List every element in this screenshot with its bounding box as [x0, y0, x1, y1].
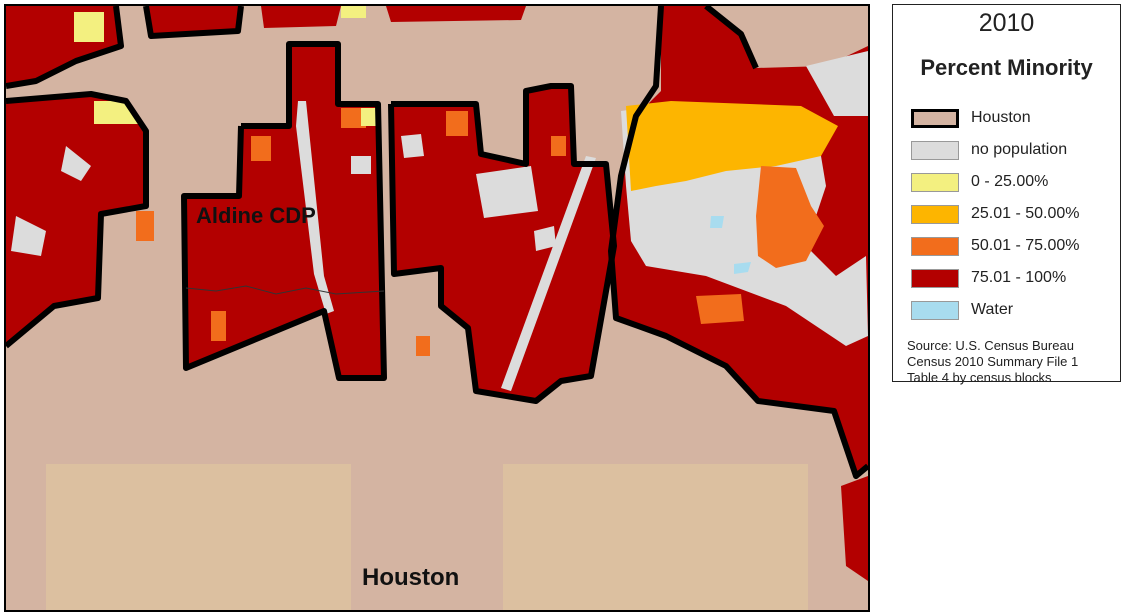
- legend-label-0-25: 0 - 25.00%: [971, 173, 1049, 190]
- legend-source-line: Census 2010 Summary File 1: [907, 354, 1079, 369]
- legend-year: 2010: [978, 9, 1035, 37]
- legend-swatch-25-50: [911, 205, 959, 224]
- no-pop-right-2: [806, 51, 868, 116]
- legend-swatch-50-75: [911, 237, 959, 256]
- legend-label-25-50: 25.01 - 50.00%: [971, 205, 1080, 222]
- no-pop-left-2: [61, 146, 91, 181]
- houston-light-block-left: [46, 464, 351, 610]
- minority-area-top-2: [261, 6, 341, 28]
- no-pop-center-2: [534, 226, 556, 251]
- legend-source: Source: U.S. Census Bureau Census 2010 S…: [907, 338, 1078, 386]
- right-boundary-top: [704, 6, 759, 70]
- center-orange-1: [446, 111, 468, 136]
- houston-light-block-right: [503, 464, 808, 610]
- no-pop-center-strip: [501, 156, 596, 391]
- water-right-1: [710, 216, 724, 228]
- minority-area-top-3: [386, 6, 526, 22]
- houston-boundary-left-2: [6, 91, 149, 349]
- legend-label-water: Water: [971, 301, 1014, 318]
- creek-line: [185, 285, 385, 295]
- legend-swatch-no-population: [911, 141, 959, 160]
- aldine-orange-2: [341, 108, 366, 128]
- map-legend: 2010 Percent Minority Houston no populat…: [892, 4, 1121, 385]
- aldine-boundary: [181, 41, 387, 381]
- right-boundary: [608, 6, 868, 479]
- aldine-nopop-1: [351, 156, 371, 174]
- legend-source-line: Table 4 by census blocks: [907, 370, 1052, 385]
- aldine-cdp-label: Aldine CDP: [196, 203, 316, 228]
- aldine-cdp-area: [184, 44, 384, 378]
- percent-minority-map[interactable]: [6, 6, 868, 610]
- minority-block-right-50-75: [756, 166, 824, 268]
- houston-city-label: Houston: [362, 564, 460, 591]
- houston-boundary-left: [6, 6, 124, 89]
- minority-block-right-bottom: [841, 476, 868, 581]
- minority-area-top-1: [146, 6, 241, 36]
- minority-block-left-yellow: [74, 12, 104, 42]
- water-right-2: [734, 262, 751, 274]
- no-pop-center-3: [401, 134, 424, 158]
- aldine-no-pop-strip: [296, 101, 334, 314]
- aldine-orange-3: [211, 311, 226, 341]
- legend-label-50-75: 50.01 - 75.00%: [971, 237, 1080, 254]
- legend-swatch-75-100: [911, 269, 959, 288]
- legend-swatch-water: [911, 301, 959, 320]
- aldine-yellow-1: [361, 108, 379, 126]
- legend-label-houston: Houston: [971, 109, 1031, 126]
- no-pop-left-1: [11, 216, 46, 256]
- legend-title: Percent Minority: [920, 55, 1093, 80]
- block-top-yellow: [341, 6, 366, 18]
- minority-block-right-25-50: [626, 101, 838, 191]
- no-pop-center-1: [476, 166, 538, 218]
- legend-swatch-houston: [911, 109, 959, 128]
- minority-area-left: [6, 94, 146, 346]
- block-left-orange: [136, 211, 154, 241]
- legend-label-no-population: no population: [971, 141, 1068, 158]
- houston-boundary-top: [143, 6, 244, 39]
- legend-swatch-0-25: [911, 173, 959, 192]
- center-orange-3: [416, 336, 430, 356]
- legend-label-75-100: 75.01 - 100%: [971, 269, 1067, 286]
- legend-source-line: Source: U.S. Census Bureau: [907, 338, 1074, 353]
- minority-block-right-50-75-2: [696, 294, 744, 324]
- minority-area-center: [391, 86, 614, 401]
- map-frame[interactable]: Aldine CDP Houston: [4, 4, 870, 612]
- center-orange-2: [551, 136, 566, 156]
- aldine-orange-1: [251, 136, 271, 161]
